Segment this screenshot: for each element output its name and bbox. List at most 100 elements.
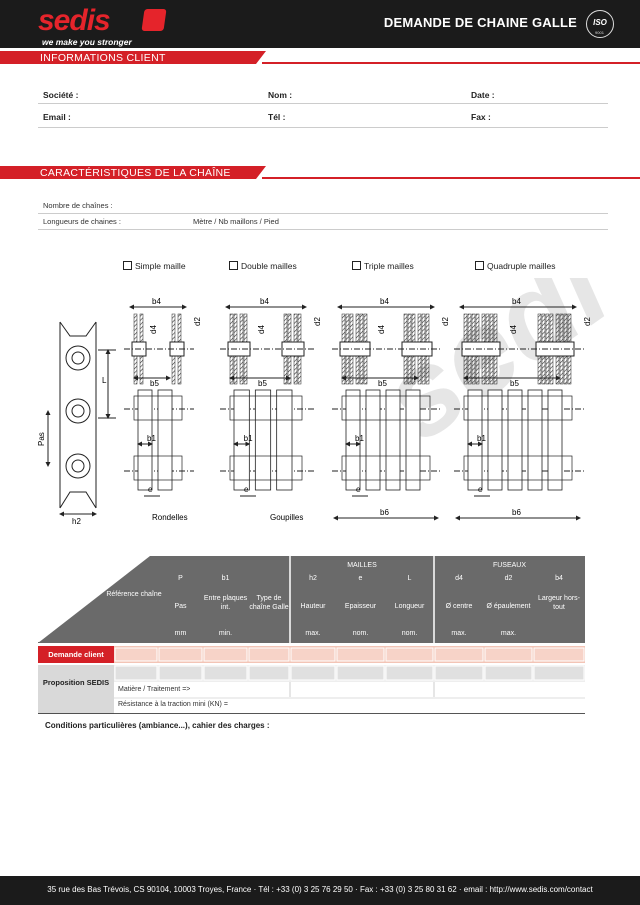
group-mailles-header: MAILLES — [347, 562, 377, 569]
input-cell[interactable] — [158, 647, 203, 662]
input-cell[interactable] — [248, 647, 290, 662]
label-b4: b4 — [152, 297, 161, 306]
footer: 35 rue des Bas Trévois, CS 90104, 10003 … — [0, 876, 640, 905]
input-cell[interactable] — [158, 665, 203, 681]
row-demande-client: Demande client — [48, 650, 104, 659]
column-name: Ø centre — [445, 603, 473, 610]
fax-field[interactable]: Fax : — [471, 112, 491, 122]
label-b4: b4 — [380, 297, 389, 306]
iso-label: ISO — [593, 18, 607, 27]
option-triple-mailles[interactable]: Triple mailles — [352, 261, 414, 271]
label-d2: d2 — [583, 317, 592, 326]
option-label: Quadruple mailles — [487, 261, 556, 271]
input-cell[interactable] — [533, 647, 585, 662]
input-cell[interactable] — [336, 647, 385, 662]
column-code: b1 — [221, 575, 230, 582]
iso-sub: 9001 — [595, 30, 604, 35]
column-unit: max. — [451, 630, 467, 637]
input-cell[interactable] — [484, 665, 533, 681]
label-e: e — [478, 485, 483, 494]
societe-field[interactable]: Société : — [43, 90, 79, 100]
input-cell[interactable] — [114, 665, 158, 681]
option-simple-maille[interactable]: Simple maille — [123, 261, 186, 271]
option-quadruple-mailles[interactable]: Quadruple mailles — [475, 261, 556, 271]
section-header-chain: CARACTÉRISTIQUES DE LA CHAÎNE — [0, 166, 640, 179]
label-b4: b4 — [260, 297, 269, 306]
column-code: P — [178, 575, 183, 582]
tel-field[interactable]: Tél : — [268, 112, 286, 122]
label-L: L — [102, 376, 107, 385]
input-cell[interactable] — [484, 647, 533, 662]
brand-name: sedis — [38, 4, 111, 37]
label-e: e — [244, 485, 249, 494]
longueur-chaines-field[interactable]: Longueurs de chaines : — [43, 217, 121, 226]
option-double-mailles[interactable]: Double mailles — [229, 261, 297, 271]
label-b5: b5 — [150, 379, 159, 388]
chain-assemblies: b4d4d2b5b1eb4d4d2b5b1eb4d4d2b5b1eb6b4d4d… — [124, 297, 592, 521]
characteristics-table — [38, 556, 585, 714]
input-cell[interactable] — [533, 665, 585, 681]
label-d4: d4 — [509, 325, 518, 334]
label-b1: b1 — [147, 434, 156, 443]
label-b5: b5 — [378, 379, 387, 388]
input-cell[interactable] — [385, 647, 434, 662]
column-unit: mm — [174, 630, 187, 637]
input-cell[interactable] — [248, 665, 290, 681]
option-label: Triple mailles — [364, 261, 414, 271]
divider — [38, 229, 608, 230]
row-proposition-sedis: Proposition SEDIS — [42, 678, 110, 687]
column-name: Type de chaîne Galle — [249, 595, 289, 611]
checkbox-icon[interactable] — [352, 261, 361, 270]
nom-field[interactable]: Nom : — [268, 90, 293, 100]
input-cell[interactable] — [385, 665, 434, 681]
input-cell[interactable] — [434, 665, 484, 681]
label-rondelles: Rondelles — [152, 513, 188, 522]
label-b6: b6 — [512, 508, 521, 517]
label-goupilles: Goupilles — [270, 513, 303, 522]
longueur-hint: Mètre / Nb maillons / Pied — [193, 217, 279, 226]
input-cell[interactable] — [290, 647, 336, 662]
matiere-field[interactable]: Matière / Traitement => — [118, 686, 191, 693]
email-field[interactable]: Email : — [43, 112, 71, 122]
nombre-chaines-field[interactable]: Nombre de chaînes : — [43, 201, 113, 210]
label-b1: b1 — [477, 434, 486, 443]
column-code: b4 — [555, 575, 563, 582]
column-unit: max. — [305, 630, 321, 637]
input-cell[interactable] — [434, 647, 484, 662]
date-field[interactable]: Date : — [471, 90, 495, 100]
divider — [38, 213, 608, 214]
checkbox-icon[interactable] — [475, 261, 484, 270]
input-cell[interactable] — [203, 647, 248, 662]
column-unit: max. — [500, 630, 517, 637]
input-cell[interactable] — [203, 665, 248, 681]
option-label: Simple maille — [135, 261, 186, 271]
option-label: Double mailles — [241, 261, 297, 271]
label-d2: d2 — [193, 317, 202, 326]
column-unit: nom. — [352, 630, 369, 637]
side-view — [45, 321, 116, 517]
column-name: Ø épaulement — [486, 603, 531, 610]
column-code: d4 — [455, 575, 463, 582]
divider — [38, 103, 608, 104]
label-d2: d2 — [441, 317, 450, 326]
label-d4: d4 — [377, 325, 386, 334]
input-cell[interactable] — [114, 647, 158, 662]
footer-address: 35 rue des Bas Trévois, CS 90104, 10003 … — [47, 885, 593, 894]
header-bar: sedis we make you stronger DEMANDE DE CH… — [0, 0, 640, 48]
input-cell[interactable] — [290, 665, 336, 681]
iso-badge-icon: ISO 9001 — [586, 10, 614, 38]
conditions-label: Conditions particulières (ambiance...), … — [45, 721, 270, 730]
label-b1: b1 — [355, 434, 364, 443]
label-b6: b6 — [380, 508, 389, 517]
section-header-client: INFORMATIONS CLIENT — [0, 51, 640, 64]
input-cell[interactable] — [336, 665, 385, 681]
label-b5: b5 — [258, 379, 267, 388]
column-code: L — [407, 575, 412, 582]
group-fuseaux-header: FUSEAUX — [492, 562, 527, 569]
column-name: Hauteur — [300, 603, 326, 610]
logo-icon — [141, 9, 167, 31]
chain-technical-drawing: sedis L Pas h2 b4d4d2b5b1eb4d4d2b5b1eb4d… — [38, 278, 608, 526]
resistance-field[interactable]: Résistance à la traction mini (KN) = — [118, 701, 228, 708]
checkbox-icon[interactable] — [123, 261, 132, 270]
checkbox-icon[interactable] — [229, 261, 238, 270]
